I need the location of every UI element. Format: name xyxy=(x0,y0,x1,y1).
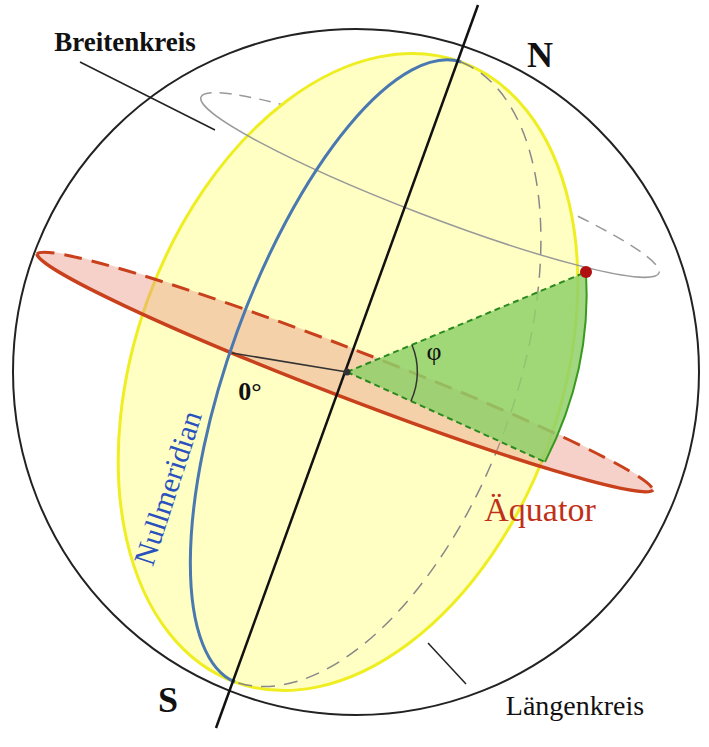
radius-line xyxy=(232,353,347,372)
latitude-front xyxy=(201,97,659,277)
point-marker xyxy=(580,266,592,278)
angle-arc xyxy=(411,345,417,401)
wedge-line xyxy=(347,372,545,462)
equator-back xyxy=(37,252,653,490)
leader-line xyxy=(80,62,215,130)
wedge-arc xyxy=(545,272,587,462)
pole-label: N xyxy=(527,37,553,73)
earth-axis xyxy=(216,5,478,728)
longitude-label: 0° xyxy=(238,379,261,405)
latitude-wedge xyxy=(347,272,587,462)
angle-label: φ xyxy=(426,339,441,365)
pole-label: S xyxy=(158,682,178,718)
meridian-plane xyxy=(35,0,661,747)
circle-label: Längenkreis xyxy=(506,692,644,720)
wedge-line xyxy=(347,272,586,372)
center-dot xyxy=(344,369,351,376)
equator-plane xyxy=(28,230,662,513)
circle-label: Breitenkreis xyxy=(54,29,196,56)
equator-front xyxy=(37,254,653,492)
leader-line xyxy=(428,643,466,684)
equator-label: Äquator xyxy=(484,493,595,527)
prime-meridian xyxy=(190,60,461,682)
